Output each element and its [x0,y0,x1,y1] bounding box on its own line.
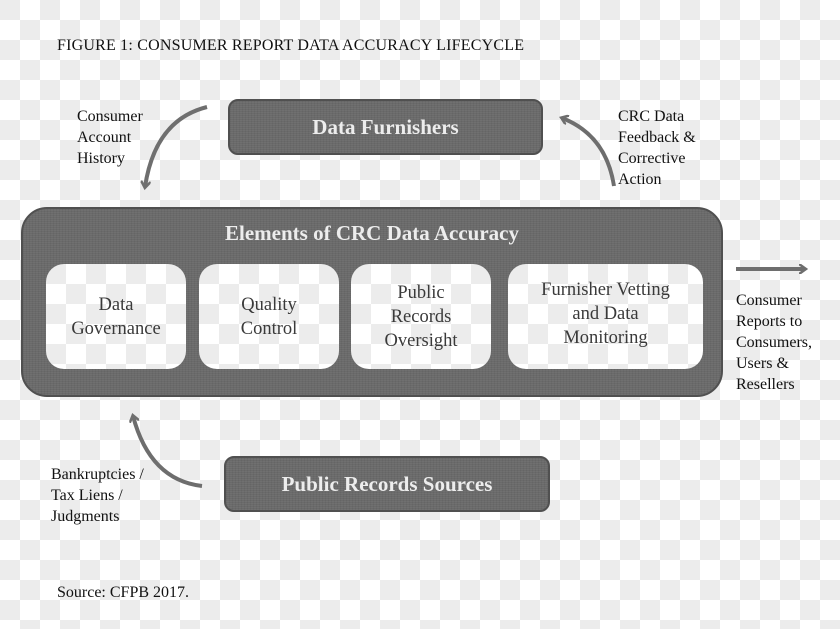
label-line: Consumers, [736,334,812,351]
label-consumer-reports: Consumer Reports to Consumers, Users & R… [736,290,812,395]
label-line: Bankruptcies / [51,466,144,483]
element-line: Oversight [384,330,458,351]
element-line: Control [240,318,298,339]
label-line: Consumer [77,108,143,125]
label-line: Consumer [736,292,802,309]
element-line: Data [98,294,134,315]
label-crc-feedback: CRC Data Feedback & Corrective Action [618,106,696,190]
figure-source: Source: CFPB 2017. [57,584,190,601]
element-furnisher-vetting: Furnisher Vetting and Data Monitoring [508,264,703,369]
element-line: Monitoring [563,328,648,348]
data-furnishers-label: Data Furnishers [312,114,459,139]
element-public-records-oversight: Public Records Oversight [351,264,491,369]
label-line: Tax Liens / [51,487,123,504]
element-quality-control: Quality Control [199,264,339,369]
label-line: Judgments [51,508,120,525]
label-public-records-inputs: Bankruptcies / Tax Liens / Judgments [51,464,144,527]
arrow-furnishers-to-elements [145,105,208,187]
label-line: Action [618,171,662,188]
label-line: Feedback & [618,129,696,146]
label-line: Reports to [736,313,803,330]
element-line: Quality [241,294,297,315]
element-data-governance: Data Governance [46,264,186,369]
label-consumer-account-history: Consumer Account History [77,106,143,169]
label-line: CRC Data [618,108,685,125]
data-furnishers-box: Data Furnishers [228,99,543,155]
element-line: Governance [71,318,161,339]
element-line: and Data [572,304,639,324]
elements-of-crc-data-accuracy-box: Elements of CRC Data Accuracy Data Gover… [21,207,723,397]
arrow-feedback-to-furnishers [562,118,616,187]
label-line: Resellers [736,376,795,393]
label-line: Corrective [618,150,686,167]
public-records-sources-label: Public Records Sources [281,471,493,496]
element-line: Records [390,306,452,327]
public-records-sources-box: Public Records Sources [224,456,550,512]
label-line: Account [77,129,132,146]
elements-title: Elements of CRC Data Accuracy [225,221,519,245]
label-line: History [77,150,125,167]
element-line: Furnisher Vetting [541,280,670,300]
figure-title: FIGURE 1: CONSUMER REPORT DATA ACCURACY … [57,37,525,54]
arrow-public-records-to-elements [133,416,203,488]
element-line: Public [397,282,445,303]
label-line: Users & [736,355,789,372]
